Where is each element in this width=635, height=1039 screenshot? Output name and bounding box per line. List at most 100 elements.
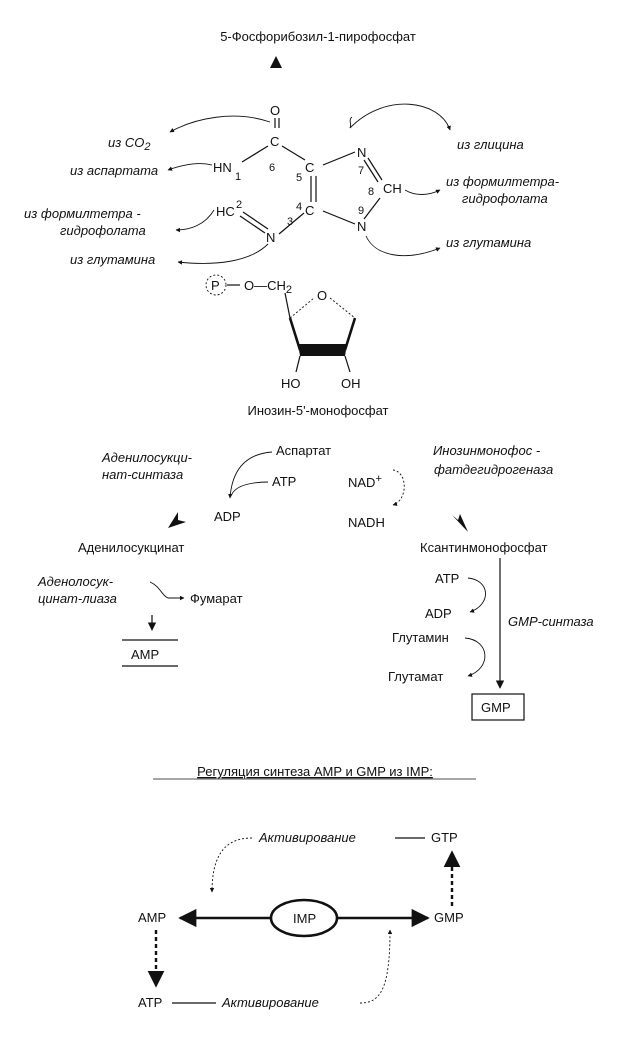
- atom-c5: C: [305, 160, 314, 175]
- num-3: 3: [287, 216, 293, 228]
- gmp-pathway: Инозинмонофос - фатдегидрогеназа NAD+ NA…: [348, 443, 594, 721]
- regulation-title: Регуляция синтеза AMP и GMP из IMP:: [197, 764, 433, 779]
- ring-front-bond: [298, 344, 347, 356]
- gmp-nad: NAD+: [348, 473, 382, 490]
- title-prpp: 5-Фосфорибозил-1-пирофосфат: [220, 29, 416, 44]
- num-2: 2: [236, 199, 242, 211]
- amp-adenylosuccinate: Аденилосукцинат: [78, 540, 184, 555]
- source-glycine: из глицина: [457, 137, 524, 152]
- bond-c4-n9: [322, 210, 356, 225]
- arrow-to-glutamine-left: [177, 243, 269, 265]
- source-aspartate: из аспартата: [70, 163, 158, 178]
- source-formyl-left-2: гидрофолата: [60, 223, 146, 238]
- regulation-scheme: Регуляция синтеза AMP и GMP из IMP: Акти…: [138, 764, 476, 1010]
- source-glutamine-left: из глутамина: [70, 252, 155, 267]
- atom-n3: N: [266, 230, 275, 245]
- aspartate-arrow: [228, 451, 273, 499]
- bond-c6-c5: [281, 145, 306, 161]
- ring-bond-dotted-2: [329, 297, 356, 319]
- atp-in-arrow: [231, 481, 269, 495]
- gmp-main-arrowhead: [452, 514, 468, 532]
- gtp-activation-arrow: [209, 837, 253, 893]
- reg-amp: AMP: [138, 910, 166, 925]
- activation-top: Активирование: [258, 830, 356, 845]
- ring-bond-dotted-1: [289, 297, 315, 319]
- gmp-nadh: NADH: [348, 515, 385, 530]
- reg-gtp: GTP: [431, 830, 458, 845]
- num-5: 5: [296, 172, 302, 184]
- bond-n3-c4: [278, 212, 305, 235]
- gmp-xmp: Ксантинмонофосфат: [420, 540, 548, 555]
- gmp-atp-arrow: [467, 577, 486, 613]
- gmp-adp: ADP: [425, 606, 452, 621]
- source-formyl-right-1: из формилтетра-: [446, 174, 560, 189]
- reg-imp: IMP: [293, 911, 316, 926]
- activation-bottom: Активирование: [221, 995, 319, 1010]
- atom-n7: N: [357, 145, 366, 160]
- amp-enzyme2-line1: Аденолосук-: [37, 574, 114, 589]
- atom-ho: HO: [281, 376, 301, 391]
- bond-c2-n3-2: [242, 211, 269, 230]
- atom-n9: N: [357, 219, 366, 234]
- num-7: 7: [358, 165, 364, 177]
- source-glutamine-right: из глутамина: [446, 235, 531, 250]
- imp-ellipse: [269, 898, 339, 938]
- atom-oh: OH: [341, 376, 361, 391]
- bond-c3prime-oh: [344, 355, 351, 373]
- atom-c6: C: [270, 134, 279, 149]
- reg-atp: ATP: [138, 995, 162, 1010]
- gmp-product-box: [471, 693, 525, 721]
- gmp-enzyme1-line2: фатдегидрогеназа: [434, 462, 553, 477]
- arrow-to-formyl-right: [404, 189, 441, 195]
- amp-pathway: Аденилосукци- нат-синтаза Аспартат ATP A…: [37, 443, 331, 667]
- bond-ch2-c4prime: [284, 292, 291, 319]
- gmp-glutamine: Глутамин: [392, 630, 449, 645]
- amp-fumarate: Фумарат: [190, 591, 243, 606]
- product-imp-label: Инозин-5'-монофосфат: [248, 403, 389, 418]
- source-formyl-right-2: гидрофолата: [462, 191, 548, 206]
- atom-hc2: HC: [216, 204, 235, 219]
- arrow-to-glutamine-right: [365, 235, 441, 257]
- num-8: 8: [368, 186, 374, 198]
- num-1: 1: [235, 171, 241, 183]
- atom-o: O: [270, 103, 280, 118]
- gmp-enzyme1-line1: Инозинмонофос -: [433, 443, 541, 458]
- atom-hn1: HN: [213, 160, 232, 175]
- gmp-enzyme2: GMP-синтаза: [508, 614, 594, 629]
- bond-n7-c8-2: [367, 157, 383, 181]
- bond-c5-n7: [322, 151, 356, 166]
- arrow-to-aspartate: [167, 163, 213, 171]
- amp-product: AMP: [131, 647, 159, 662]
- fumarate-arrow: [149, 581, 185, 601]
- nad-arrow: [392, 469, 405, 506]
- amp-adp: ADP: [214, 509, 241, 524]
- atp-activation-arrow: [359, 929, 393, 1004]
- gmp-glutamine-arrow: [464, 637, 486, 677]
- phosphate-circle: [205, 274, 227, 296]
- bond-c2-n3: [239, 215, 266, 234]
- arrow-to-co2: [169, 115, 271, 133]
- num-4: 4: [296, 201, 302, 213]
- atom-p: P: [211, 278, 220, 293]
- amp-enzyme1-line1: Аденилосукци-: [101, 450, 193, 465]
- amp-aspartate: Аспартат: [276, 443, 331, 458]
- bond-c2prime-oh: [295, 355, 301, 373]
- reg-gmp: GMP: [434, 910, 464, 925]
- atom-ring-o: O: [317, 288, 327, 303]
- gmp-product: GMP: [481, 700, 511, 715]
- num-6: 6: [269, 162, 275, 174]
- bond-c8-n9: [363, 197, 381, 220]
- num-9: 9: [358, 205, 364, 217]
- arrow-to-formyl-left: [175, 209, 215, 233]
- amp-enzyme2-line2: цинат-лиаза: [38, 591, 117, 606]
- gmp-atp: ATP: [435, 571, 459, 586]
- source-formyl-left-1: из формилтетра -: [24, 206, 141, 221]
- bond-n1-c6: [241, 145, 269, 163]
- purine-structure: 5-Фосфорибозил-1-пирофосфат O C 6 HN 1 C…: [24, 29, 560, 418]
- atom-o-ch2: O—CH2: [244, 278, 292, 296]
- gmp-glutamate: Глутамат: [388, 669, 443, 684]
- amp-enzyme1-line2: нат-синтаза: [102, 467, 183, 482]
- entry-arrowhead: [270, 56, 282, 68]
- amp-main-arrowhead: [168, 512, 186, 528]
